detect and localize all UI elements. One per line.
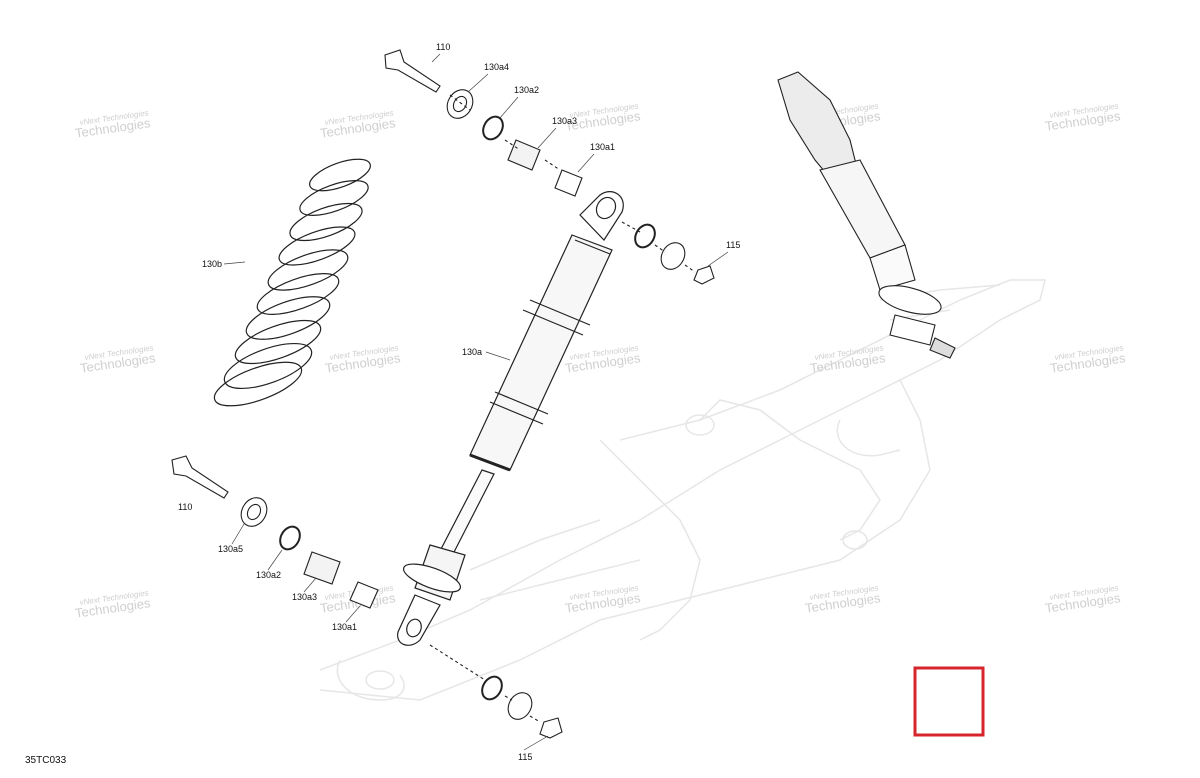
callout-bottom-nut: 115 xyxy=(518,752,532,762)
callout-top-bushing: 130a1 xyxy=(590,142,615,152)
upper-hardware xyxy=(384,49,715,285)
bushing-top xyxy=(554,169,583,197)
bolt-top xyxy=(384,49,441,93)
callout-shock: 130a xyxy=(462,347,482,357)
callout-spring: 130b xyxy=(202,259,222,269)
callouts: 110 130a4 130a2 130a3 130a1 115 130b 130… xyxy=(178,42,740,762)
frame-ghost xyxy=(319,279,1046,701)
callout-top-bolt: 110 xyxy=(436,42,450,52)
ring-bottom xyxy=(279,525,301,551)
callout-top-nut: 115 xyxy=(726,240,740,250)
ring-top xyxy=(482,115,504,141)
bushing-bottom xyxy=(349,581,379,609)
callout-top-ring: 130a2 xyxy=(514,85,539,95)
shock-absorber xyxy=(397,191,624,646)
callout-bottom-ring: 130a2 xyxy=(256,570,281,580)
installed-shock xyxy=(777,71,956,359)
sleeve-top xyxy=(507,139,541,171)
callout-top-sleeve: 130a3 xyxy=(552,116,577,126)
highlight-box xyxy=(913,666,985,737)
callout-bottom-bolt: 110 xyxy=(178,502,192,512)
callout-bottom-sleeve: 130a3 xyxy=(292,592,317,602)
nut-bottom xyxy=(539,717,563,739)
callout-top-seal: 130a4 xyxy=(484,62,509,72)
sleeve-bottom xyxy=(303,551,341,585)
callout-bottom-seal: 130a5 xyxy=(218,544,243,554)
leader-lines xyxy=(223,53,729,751)
coil-spring xyxy=(213,158,371,407)
diagram-code: 35TC033 xyxy=(25,755,67,766)
bolt-bottom xyxy=(171,455,229,499)
lower-hardware xyxy=(171,455,563,739)
callout-bottom-bushing: 130a1 xyxy=(332,622,357,632)
nut-top xyxy=(693,265,715,285)
